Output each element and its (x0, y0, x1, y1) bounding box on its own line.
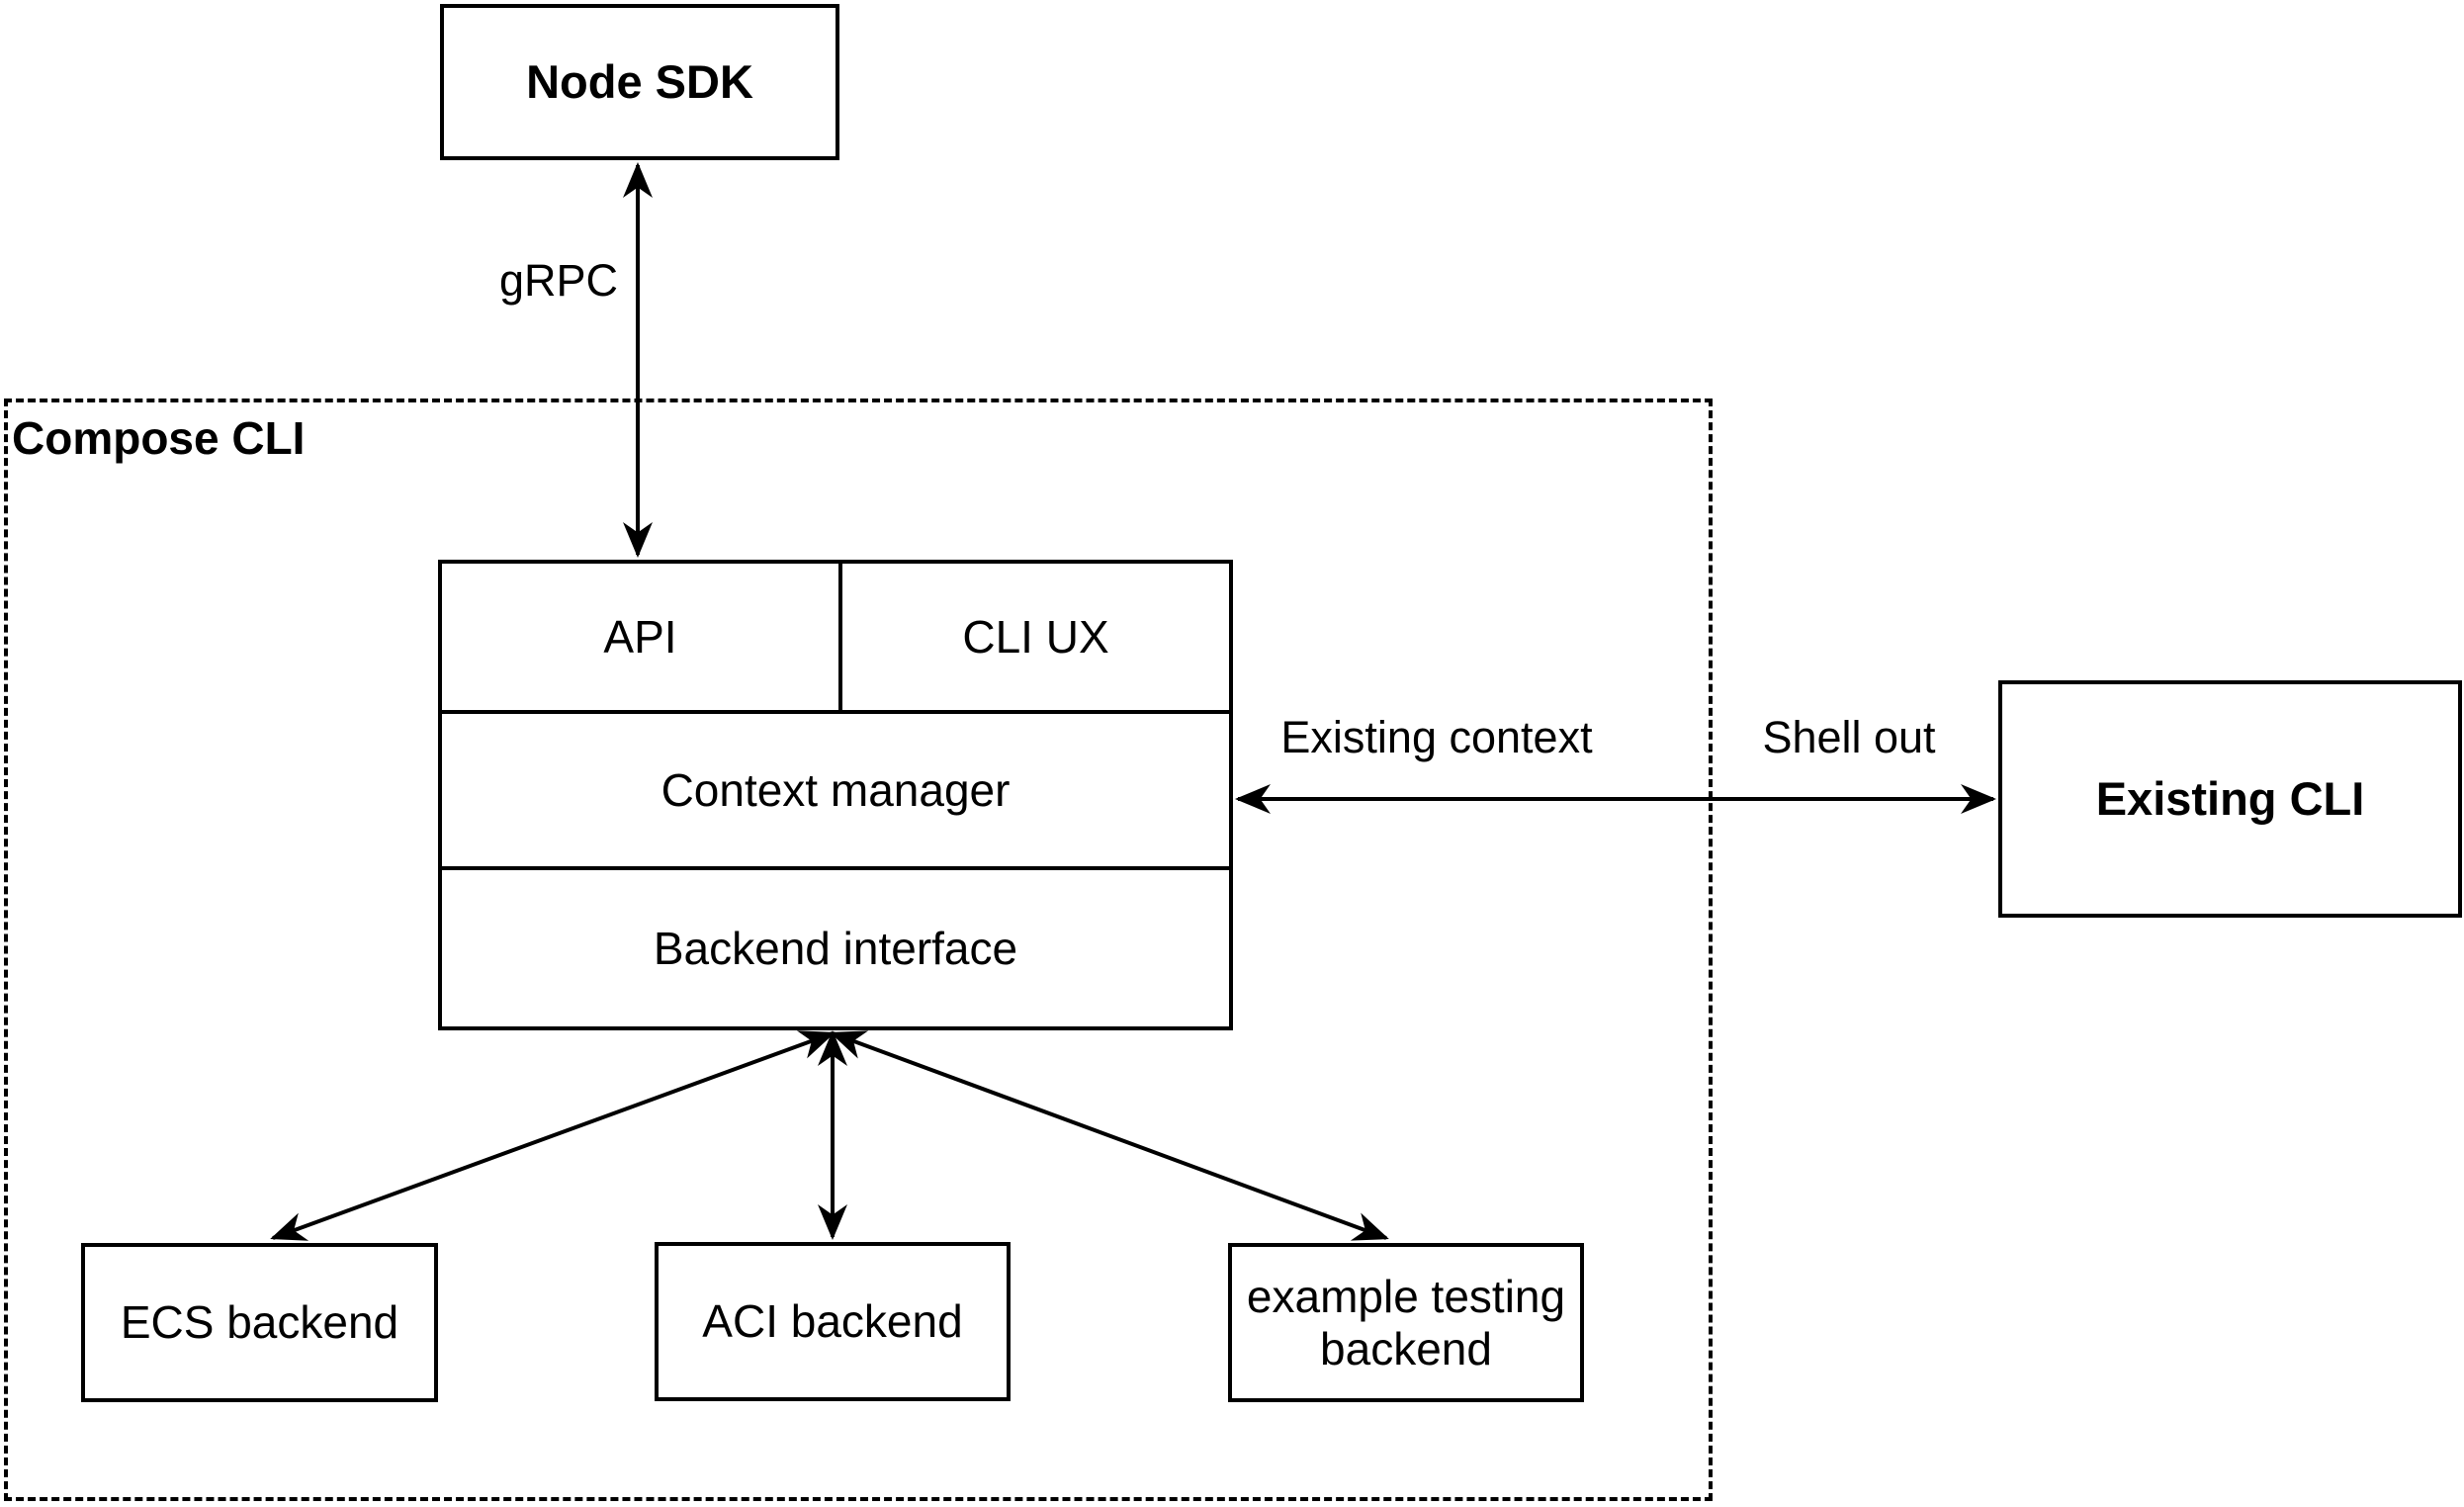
stack-top-row: API CLI UX (442, 564, 1229, 714)
ecs-backend-box: ECS backend (81, 1243, 438, 1402)
cli-ux-label: CLI UX (962, 611, 1109, 663)
node-sdk-label: Node SDK (526, 54, 753, 108)
shell-out-edge-label: Shell out (1762, 712, 1936, 762)
compose-cli-label: Compose CLI (12, 412, 306, 464)
cli-ux-cell: CLI UX (842, 564, 1229, 710)
api-label: API (603, 611, 677, 663)
node-sdk-box: Node SDK (440, 4, 839, 160)
existing-cli-box: Existing CLI (1998, 680, 2462, 918)
grpc-edge-label: gRPC (498, 255, 618, 306)
aci-backend-box: ACI backend (655, 1242, 1011, 1401)
example-testing-backend-label: example testing backend (1246, 1270, 1566, 1374)
context-manager-row: Context manager (442, 714, 1229, 870)
compose-cli-container (4, 399, 1713, 1501)
aci-backend-label: ACI backend (702, 1295, 963, 1348)
existing-cli-label: Existing CLI (2095, 771, 2365, 825)
existing-context-edge-label: Existing context (1280, 712, 1593, 762)
context-manager-cell: Context manager (442, 714, 1229, 866)
backend-interface-row: Backend interface (442, 870, 1229, 1026)
ecs-backend-label: ECS backend (120, 1296, 399, 1349)
api-cell: API (442, 564, 842, 710)
backend-interface-cell: Backend interface (442, 870, 1229, 1026)
backend-interface-label: Backend interface (653, 923, 1018, 974)
compose-cli-stack: API CLI UX Context manager Backend inter… (438, 560, 1233, 1030)
context-manager-label: Context manager (660, 764, 1011, 816)
example-testing-backend-box: example testing backend (1228, 1243, 1584, 1402)
